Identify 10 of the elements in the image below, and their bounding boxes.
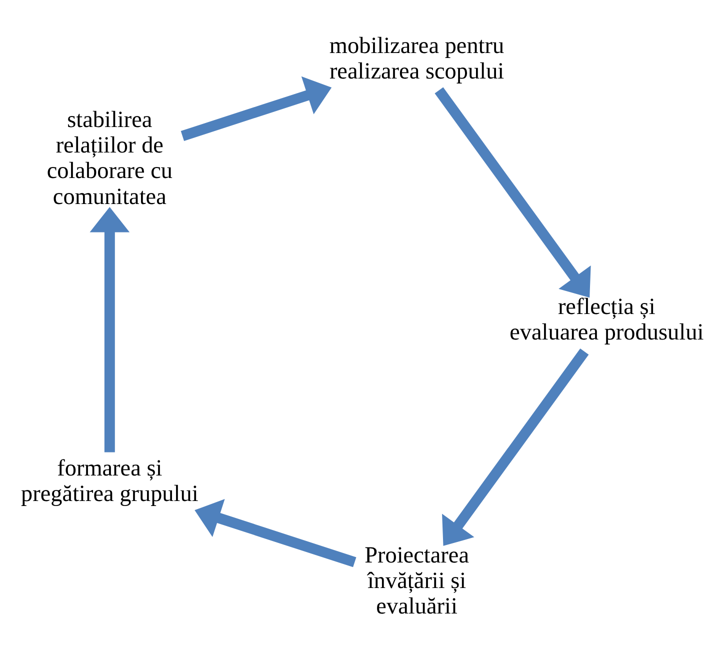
arrow [194,499,356,568]
node-text: stabilirea relațiilor de colaborare cu comunitatea [46,107,173,210]
node-text: mobilizarea pentru realizarea scopului [329,32,504,84]
arrow [90,206,130,452]
arrow [434,87,591,298]
node-text: reflecția și evaluarea produsului [510,294,704,346]
arrow [180,76,332,141]
node-text: formarea și pregătirea grupului [21,456,198,508]
node-text: Proiectarea învățării și evaluării [364,542,470,620]
arrow [442,348,589,546]
